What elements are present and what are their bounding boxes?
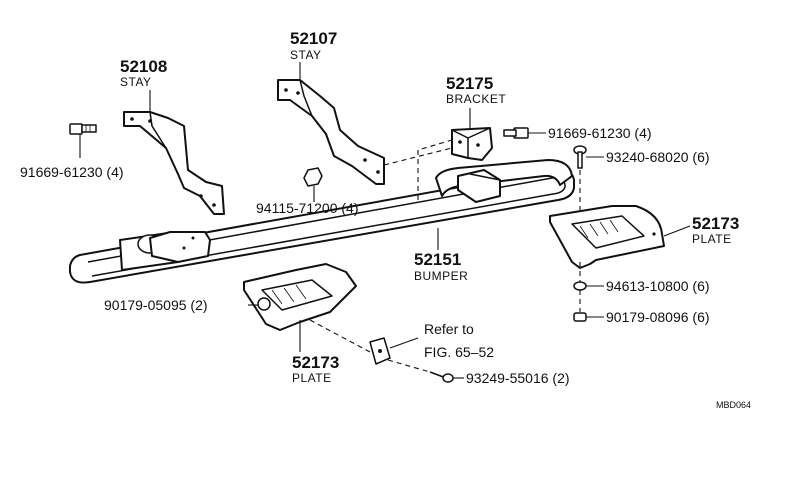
label-screw-93249: 93249-55016 (2) — [466, 370, 570, 386]
label-nut-94115: 94115-71200 (4) — [256, 200, 358, 216]
label-52107: 52107 STAY — [290, 29, 337, 62]
part-number: 52151 — [414, 250, 461, 269]
part-number: 52175 — [446, 74, 493, 93]
diagram-code: MBD064 — [716, 400, 751, 410]
label-bolt-right: 91669-61230 (4) — [548, 125, 652, 141]
stay-52107 — [277, 79, 385, 185]
screw-93240-icon — [573, 145, 587, 169]
label-52173-front: 52173 PLATE — [292, 353, 339, 385]
part-number: 52107 — [290, 29, 337, 48]
label-52151: 52151 BUMPER — [414, 250, 468, 283]
part-name: BUMPER — [414, 269, 468, 283]
part-name: PLATE — [692, 232, 732, 246]
label-52175: 52175 BRACKET — [446, 74, 506, 106]
part-name: BRACKET — [446, 92, 506, 106]
label-screw-93240: 93240-68020 (6) — [606, 149, 710, 165]
nut-90179-08096-icon — [573, 312, 587, 322]
bolt-right-icon — [503, 127, 529, 139]
label-nut-90179-05095: 90179-05095 (2) — [104, 297, 208, 313]
clip-nut-icon — [369, 337, 391, 365]
plate-right-52173 — [549, 205, 665, 269]
stay-52108 — [123, 111, 225, 215]
leader-lines — [79, 62, 691, 379]
refer-to-label: Refer to — [424, 321, 474, 337]
washer-94613-icon — [573, 281, 587, 291]
part-number: 52108 — [120, 57, 167, 76]
label-nut-90179-08096: 90179-08096 (6) — [606, 309, 710, 325]
nut-90179-05095-icon — [257, 297, 271, 311]
refer-figure-label: FIG. 65–52 — [424, 344, 494, 360]
label-52173-right: 52173 PLATE — [692, 214, 739, 246]
label-washer-94613: 94613-10800 (6) — [606, 278, 710, 294]
part-name: PLATE — [292, 371, 332, 385]
bracket-52175 — [451, 127, 493, 161]
bumper-52151 — [69, 159, 575, 284]
part-number: 52173 — [292, 353, 339, 372]
part-name: STAY — [290, 48, 322, 62]
label-52108: 52108 STAY — [120, 57, 167, 89]
part-name: STAY — [120, 75, 152, 89]
label-bolt-left: 91669-61230 (4) — [20, 164, 124, 180]
assembly-lines — [309, 139, 581, 373]
nut-94115-icon — [303, 167, 323, 187]
screw-93249-icon — [429, 371, 454, 383]
bolt-left-icon — [69, 123, 97, 135]
plate-front-52173 — [243, 263, 357, 331]
part-number: 52173 — [692, 214, 739, 233]
